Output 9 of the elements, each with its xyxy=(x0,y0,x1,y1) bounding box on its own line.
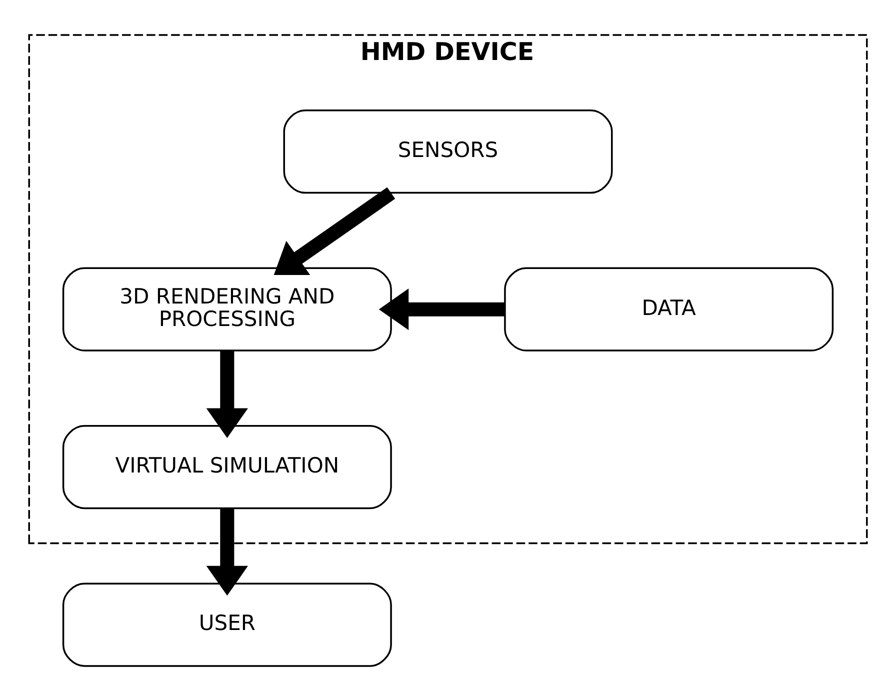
node-box: USER xyxy=(62,582,392,667)
arrow xyxy=(206,508,248,596)
arrow xyxy=(274,187,396,276)
arrow xyxy=(378,288,504,330)
node-box: 3D RENDERING AND PROCESSING xyxy=(62,267,392,352)
node-box: VIRTUAL SIMULATION xyxy=(62,425,392,510)
node-box: DATA xyxy=(504,267,834,352)
arrow xyxy=(206,350,248,438)
node-box: SENSORS xyxy=(283,110,613,194)
